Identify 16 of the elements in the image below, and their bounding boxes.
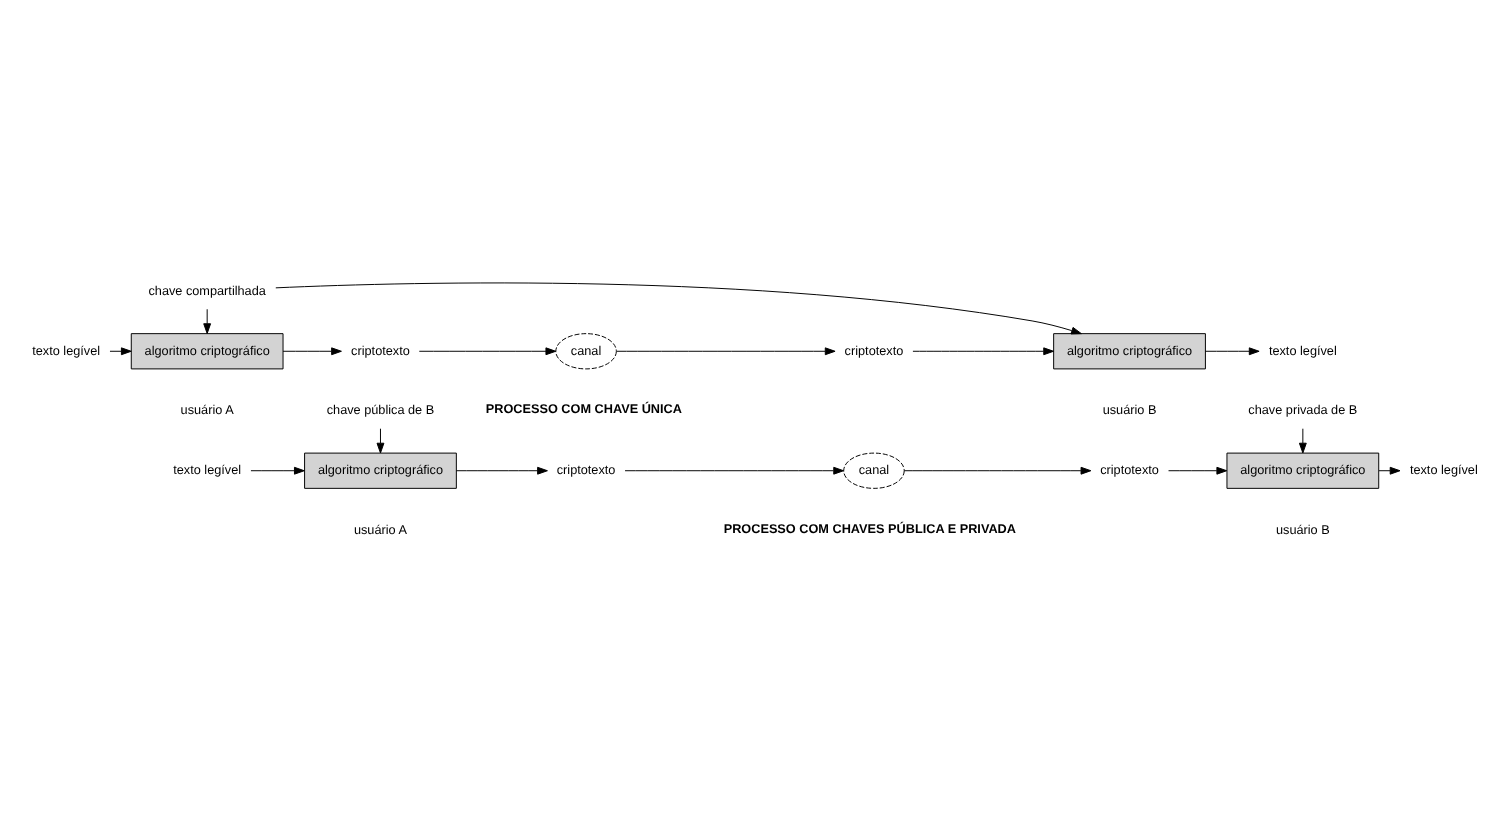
arrow [203,307,212,334]
arrow [903,465,1092,474]
arrow [275,281,1082,334]
arrow [1204,346,1260,355]
arrow [376,427,385,453]
arrow [616,346,836,355]
arrow [282,346,342,355]
arrow [109,346,132,355]
arrow [1168,465,1228,474]
arrow [1378,465,1401,474]
arrow [418,346,557,355]
arrow [624,465,845,474]
arrow [250,465,305,474]
arrow [912,346,1055,355]
arrow [455,465,548,474]
arrow [1298,427,1307,453]
